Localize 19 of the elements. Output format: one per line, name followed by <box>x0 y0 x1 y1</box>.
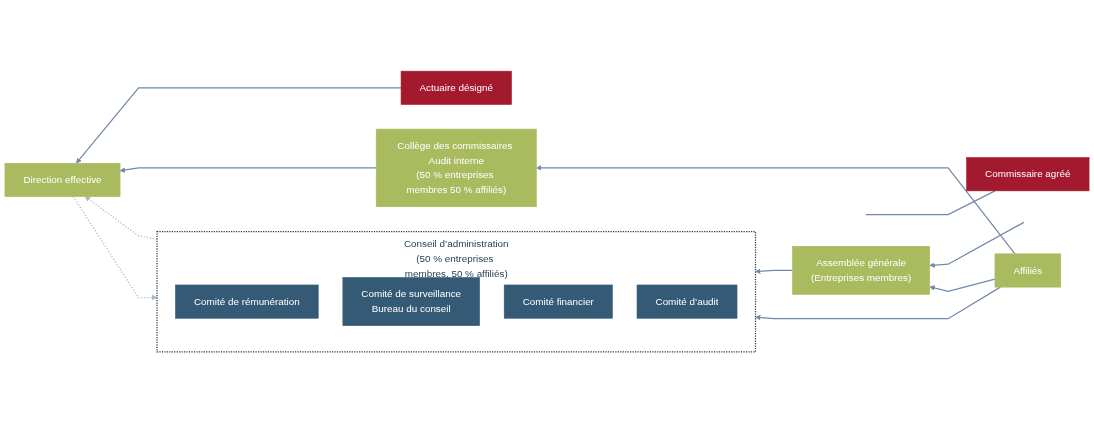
arrow <box>929 221 1025 268</box>
arrow <box>755 268 794 274</box>
node-box: Commissaire agréé <box>966 157 1090 192</box>
arrow <box>536 165 1016 255</box>
node-box: Direction effective <box>4 163 121 197</box>
node-box: Affiliés <box>994 253 1062 288</box>
node-box: Comité d’audit <box>636 284 738 319</box>
arrow <box>755 286 1001 321</box>
arrow <box>76 87 402 164</box>
node-box: Comité financier <box>503 284 613 319</box>
node-box: Collège des commissaires Audit interne (50 % entreprises membres 50 % affiliés) <box>375 128 537 208</box>
connector <box>865 190 996 216</box>
node-box: Actuaire désigné <box>400 70 512 105</box>
arrow <box>72 195 158 301</box>
node-box: Assemblée générale (Entreprises membres) <box>792 246 930 295</box>
arrow <box>929 278 996 292</box>
arrow <box>119 167 377 173</box>
node-box: Comité de surveillance Bureau du conseil <box>342 277 480 326</box>
node-box: Comité de rémunération <box>175 284 319 319</box>
